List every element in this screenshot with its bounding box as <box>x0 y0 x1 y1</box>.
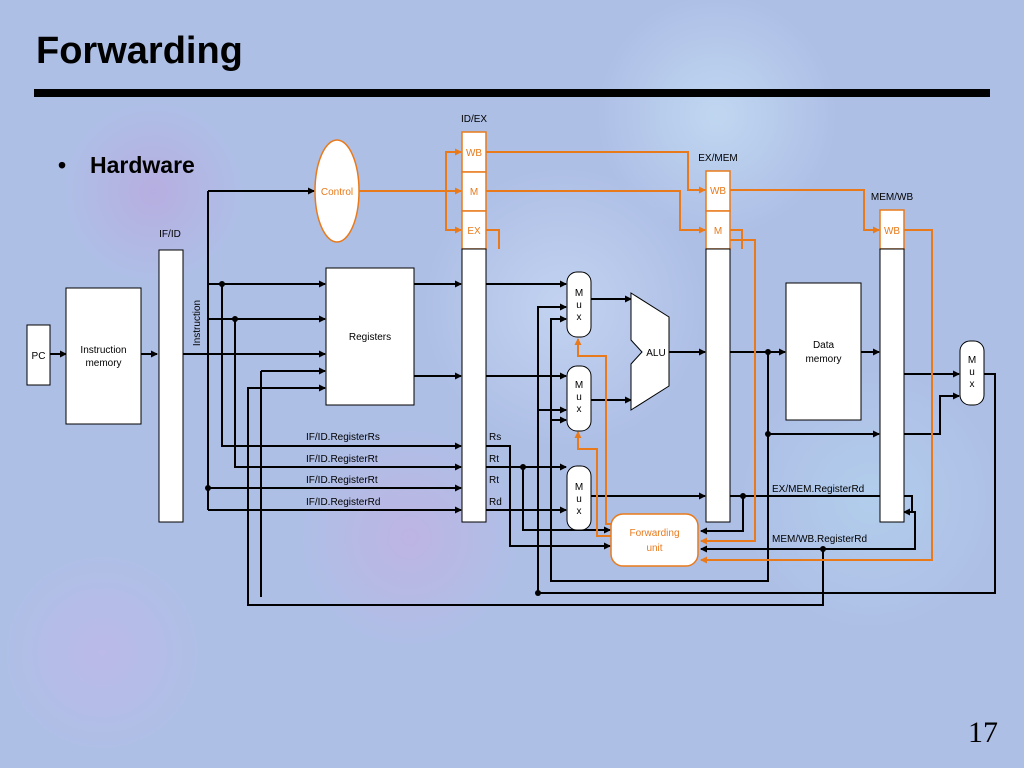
id-ex-m-label: M <box>470 187 478 198</box>
regdst-mux <box>566 465 592 531</box>
forward-b-mux <box>566 365 592 432</box>
id-ex-pipeline-register <box>461 248 487 523</box>
mem-wb-register-rd-label: MEM/WB.RegisterRd <box>772 534 867 545</box>
slide-title: Forwarding <box>36 30 243 72</box>
register-file <box>325 267 415 406</box>
if-id-label: IF/ID <box>159 229 181 240</box>
if-id-pipeline-register <box>158 249 184 523</box>
if-id-register-rs-label: IF/ID.RegisterRs <box>306 432 380 443</box>
rt-field-label-2: Rt <box>489 475 499 486</box>
data-memory-label-1: Data <box>813 340 835 351</box>
if-id-register-rd-label: IF/ID.RegisterRd <box>306 497 380 508</box>
alu <box>630 292 670 411</box>
ex-mem-m-label: M <box>714 226 722 237</box>
instruction-label: Instruction <box>192 300 203 346</box>
data-memory <box>785 282 862 421</box>
ex-mem-register-rd-label: EX/MEM.RegisterRd <box>772 484 864 495</box>
id-ex-ex-label: EX <box>467 226 481 237</box>
ex-mem-wb-field <box>705 170 731 212</box>
data-memory-label-2: memory <box>805 354 841 365</box>
writeback-mux <box>959 340 985 406</box>
if-id-register-rt-label-2: IF/ID.RegisterRt <box>306 475 378 486</box>
forward-a-mux <box>566 271 592 338</box>
mux-b-letter-x: x <box>577 404 582 415</box>
alu-label: ALU <box>646 348 665 359</box>
mux-rd-letter-m: M <box>575 482 583 493</box>
id-ex-label: ID/EX <box>461 114 487 125</box>
rs-field-label: Rs <box>489 432 501 443</box>
mux-wb-letter-x: x <box>970 379 975 390</box>
control-wires <box>358 148 933 564</box>
mem-wb-label: MEM/WB <box>871 192 914 203</box>
data-wires <box>50 187 996 606</box>
if-id-register-rt-label-1: IF/ID.RegisterRt <box>306 454 378 465</box>
mem-wb-pipeline-register <box>879 248 905 523</box>
wire-junctions <box>205 281 826 596</box>
registers-label: Registers <box>349 332 391 343</box>
pc-register <box>26 324 51 386</box>
bullet-item-hardware: • Hardware <box>58 152 195 179</box>
pc-label: PC <box>32 351 46 362</box>
forwarding-unit-label-2: unit <box>646 543 662 554</box>
mux-a-letter-u: u <box>576 300 582 311</box>
control-unit <box>314 139 360 243</box>
mux-a-letter-m: M <box>575 288 583 299</box>
instruction-memory <box>65 287 142 425</box>
id-ex-wb-field <box>461 131 487 173</box>
forwarding-unit-label-1: Forwarding <box>629 528 679 539</box>
title-rule <box>34 89 990 97</box>
ex-mem-wb-label: WB <box>710 186 726 197</box>
instruction-memory-label-2: memory <box>85 358 121 369</box>
rt-field-label-1: Rt <box>489 454 499 465</box>
mux-rd-letter-u: u <box>576 494 582 505</box>
mux-a-letter-x: x <box>577 312 582 323</box>
slide-number: 17 <box>968 716 998 749</box>
bullet-text: Hardware <box>90 152 195 178</box>
mux-wb-letter-m: M <box>968 355 976 366</box>
instruction-memory-label-1: Instruction <box>80 345 126 356</box>
id-ex-wb-label: WB <box>466 148 482 159</box>
id-ex-ex-field <box>461 210 487 250</box>
ex-mem-pipeline-register <box>705 248 731 523</box>
ex-mem-label: EX/MEM <box>698 153 737 164</box>
rd-field-label: Rd <box>489 497 502 508</box>
mem-wb-wb-label: WB <box>884 226 900 237</box>
mux-wb-letter-u: u <box>969 367 975 378</box>
bullet-dot: • <box>58 152 67 178</box>
control-label: Control <box>321 187 353 198</box>
forwarding-unit <box>610 513 699 567</box>
mux-b-letter-m: M <box>575 380 583 391</box>
mux-b-letter-u: u <box>576 392 582 403</box>
mux-rd-letter-x: x <box>577 506 582 517</box>
id-ex-m-field <box>461 171 487 212</box>
